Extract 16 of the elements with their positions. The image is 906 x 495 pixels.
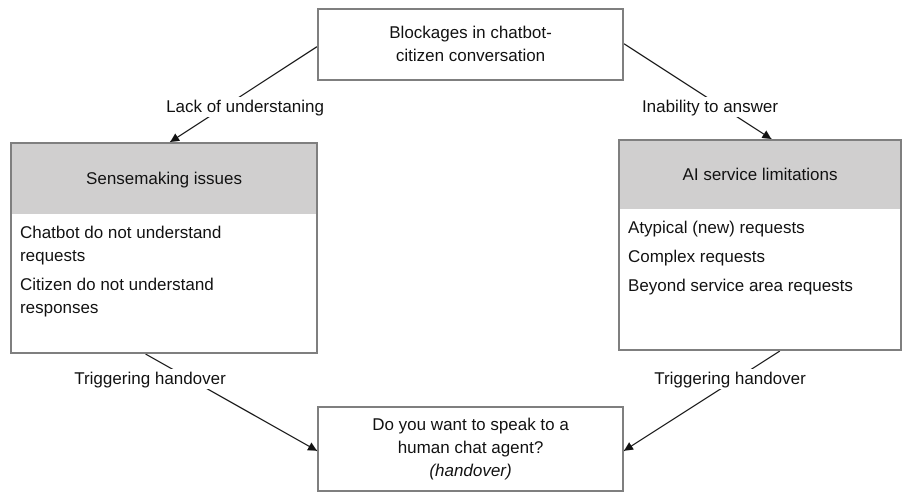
- box-text: Do you want to speak to a human chat agent?: [371, 414, 570, 459]
- list-item: Citizen do not understand responses: [19, 274, 215, 319]
- panel-heading: AI service limitations: [620, 141, 900, 209]
- panel-heading: Sensemaking issues: [12, 144, 316, 214]
- list-item: Chatbot do not understand requests: [19, 222, 222, 267]
- category-panel: [10, 142, 318, 354]
- process-box: [317, 8, 624, 81]
- edge-label: Triggering handover: [652, 369, 808, 389]
- edge-label: Triggering handover: [72, 369, 228, 389]
- list-item: Complex requests: [627, 246, 766, 268]
- category-panel: [618, 139, 902, 351]
- box-text: Blockages in chatbot-citizen conversation: [388, 22, 553, 66]
- box-note: (handover): [429, 460, 512, 482]
- list-item: Atypical (new) requests: [627, 217, 806, 239]
- process-box: [317, 406, 624, 492]
- list-item: Beyond service area requests: [627, 274, 854, 297]
